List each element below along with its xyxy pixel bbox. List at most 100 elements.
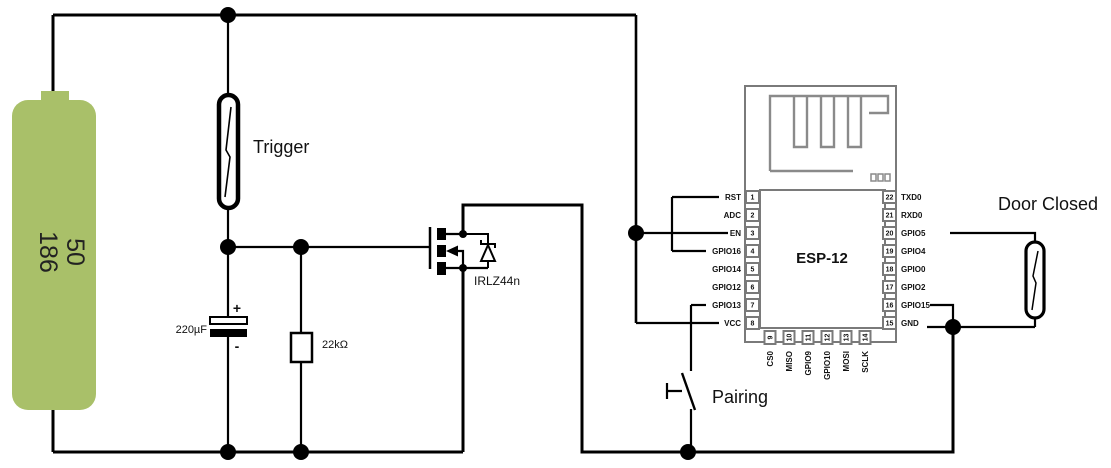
pin-number: 13: [844, 334, 851, 342]
battery-terminal-nub: [41, 91, 69, 101]
pin-number: 1: [751, 195, 755, 202]
pin-box: [882, 226, 897, 240]
junction-dot: [293, 239, 309, 255]
pin-number: 14: [863, 334, 870, 342]
battery-label-line2: 50: [61, 238, 89, 266]
trigger-reed-capsule: [216, 92, 241, 211]
pin-box: [882, 190, 897, 204]
pin-label: GND: [901, 319, 919, 328]
capacitor-plus-sign: +: [233, 300, 241, 316]
pin-label: GPIO4: [901, 247, 926, 256]
battery-18650: 186 50: [12, 91, 96, 410]
junction-dots: [220, 7, 961, 460]
pin-number: 8: [751, 321, 755, 328]
pin-label: RXD0: [901, 211, 923, 220]
capacitor-value-label: 220µF: [176, 324, 208, 336]
pin-number: 9: [768, 335, 775, 339]
antenna-trace: [792, 96, 809, 149]
pin-label: ADC: [724, 211, 742, 220]
mosfet-drain-junction-dot: [459, 230, 467, 238]
diode-triangle: [479, 242, 497, 262]
capacitor-220uf: + -: [209, 300, 248, 354]
trigger-reed-contacts: [224, 106, 232, 198]
pairing-button: [665, 372, 697, 411]
mosfet-body-contact: [437, 245, 446, 257]
pairing-label: Pairing: [712, 387, 768, 407]
pin-number: 5: [751, 267, 755, 274]
pin-number: 18: [886, 267, 894, 274]
pin-box: [820, 330, 834, 345]
esp12-chip-name: ESP-12: [796, 250, 848, 267]
pin-label: GPIO12: [712, 283, 741, 292]
mosfet-source-contact: [437, 262, 446, 275]
pin-number: 12: [825, 334, 832, 342]
door-switch-return-wire: [953, 318, 1037, 329]
pin-box: [882, 298, 897, 312]
pin-label: EN: [730, 229, 741, 238]
pin-label: GPIO0: [901, 265, 926, 274]
resistor-22k: [289, 331, 314, 364]
esp12-module: ESP-12 1 2 3 4 5 6 7 8 RST ADC EN GPIO16…: [712, 85, 930, 380]
pin-box: [882, 262, 897, 276]
door-reed-contacts: [1031, 250, 1039, 311]
pin-label: GPIO14: [712, 265, 741, 274]
pin-number: 6: [751, 285, 755, 292]
pin-label: CS0: [766, 350, 775, 366]
pin-label: GPIO15: [901, 301, 930, 310]
antenna-trace: [819, 96, 836, 149]
smd-component: [884, 173, 891, 182]
pairing-button-contact: [680, 372, 697, 411]
mosfet-body-arrow: [446, 245, 458, 257]
antenna-trace: [846, 96, 863, 149]
pin-box: [745, 244, 760, 258]
door-reed-switch: [1024, 240, 1046, 320]
pin-number: 15: [886, 321, 894, 328]
gpio5-to-door-switch-wire: [950, 231, 1037, 242]
pairing-button-actuator: [665, 383, 682, 399]
pin-number: 3: [751, 231, 755, 238]
pin-label: TXD0: [901, 193, 922, 202]
pin-box: [882, 244, 897, 258]
junction-dot: [220, 444, 236, 460]
esp12-left-pins: 1 2 3 4 5 6 7 8 RST ADC EN GPIO16 GPIO14…: [712, 190, 760, 330]
esp12-right-pins: 22 21 20 19 18 17 16 15 TXD0 RXD0 GPIO5 …: [882, 190, 930, 330]
diode-cathode-lead: [463, 233, 489, 244]
junction-dot: [293, 444, 309, 460]
pin-box: [882, 280, 897, 294]
pin-label: GPIO10: [823, 350, 832, 379]
pin-number: 22: [886, 195, 894, 202]
pin-number: 17: [886, 285, 894, 292]
pin-number: 4: [751, 249, 755, 256]
antenna-trace: [768, 94, 890, 171]
junction-dot: [680, 444, 696, 460]
mosfet-irlz44n: [428, 227, 497, 275]
mosfet-source-junction-dot: [459, 264, 467, 272]
mosfet-part-label: IRLZ44n: [474, 274, 520, 288]
pin-box: [782, 330, 796, 345]
pin-box: [839, 330, 853, 345]
junction-dot: [628, 225, 644, 241]
esp12-bottom-pins: 9 10 11 12 13 14 CS0 MISO GPIO9 GPIO10 M…: [763, 330, 872, 380]
pin-number: 20: [886, 231, 894, 238]
pin-number: 19: [886, 249, 894, 256]
pin-label: GPIO9: [804, 350, 813, 375]
pin-box: [745, 226, 760, 240]
pin-number: 7: [751, 303, 755, 310]
pin-box: [745, 280, 760, 294]
pin-box: [745, 262, 760, 276]
pin-label: SCLK: [861, 351, 870, 373]
junction-dot: [220, 239, 236, 255]
capacitor-minus-sign: -: [235, 338, 240, 354]
wires: [51, 13, 1037, 454]
battery-body: [12, 100, 96, 410]
trigger-reed-switch: [216, 92, 241, 211]
resistor-value-label: 22kΩ: [322, 339, 348, 351]
smd-component: [877, 173, 884, 182]
esp12-passive-components: [870, 173, 891, 182]
pin-label: GPIO16: [712, 247, 741, 256]
pin-number: 11: [806, 334, 813, 342]
pin-label: GPIO13: [712, 301, 741, 310]
pin-label: VCC: [724, 319, 741, 328]
battery-label-line1: 186: [34, 231, 62, 273]
